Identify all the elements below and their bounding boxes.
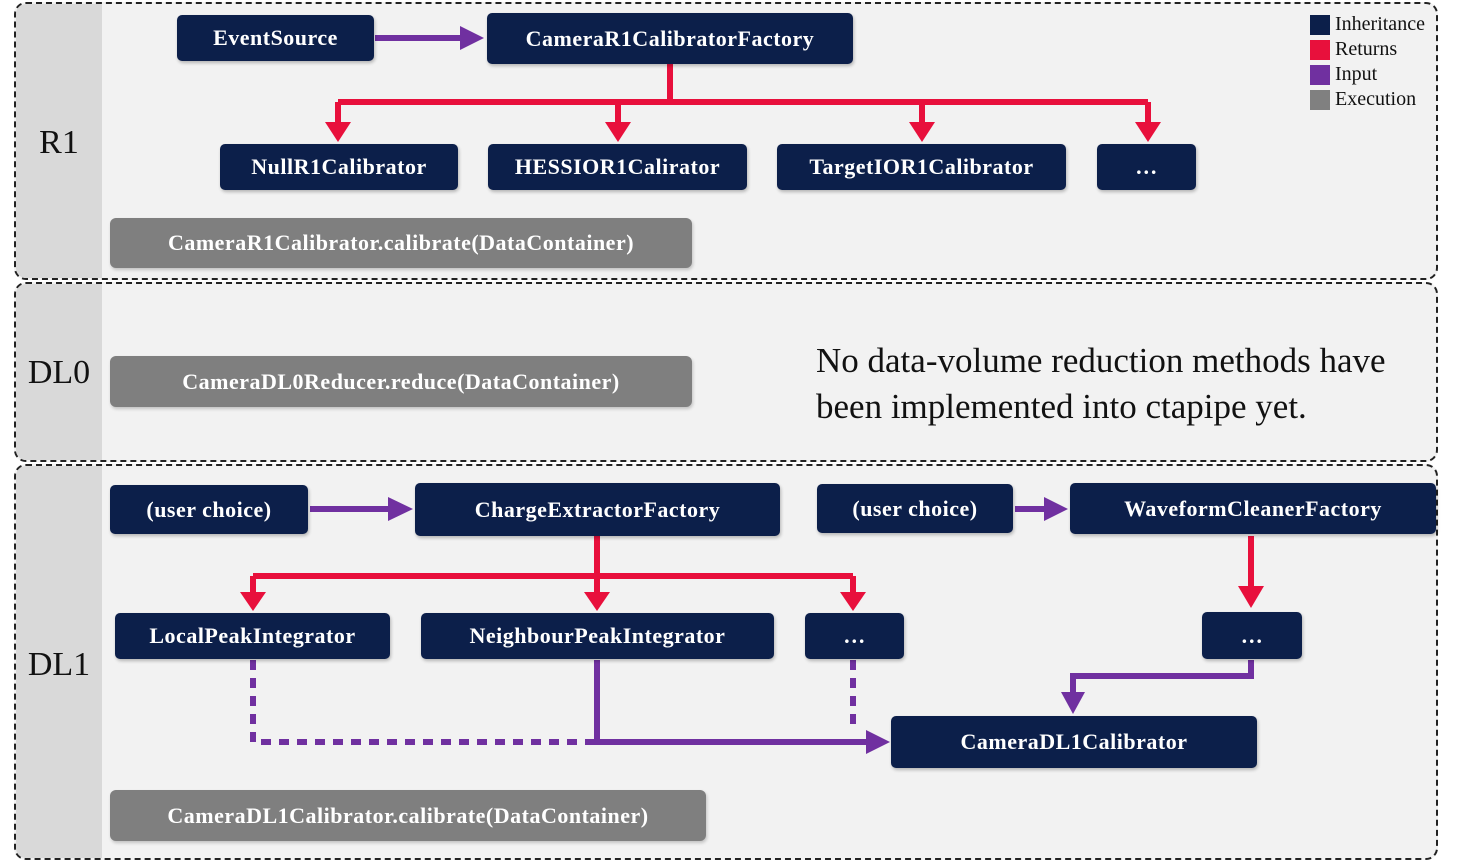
- panel-dl1-label: DL1: [27, 646, 91, 683]
- legend-item-returns: Returns: [1310, 37, 1425, 62]
- dl1-calibrate-execution[interactable]: CameraDL1Calibrator.calibrate(DataContai…: [110, 790, 706, 841]
- legend-swatch-inheritance: [1310, 14, 1330, 35]
- legend-item-input: Input: [1310, 62, 1425, 87]
- dl0-reduce-execution[interactable]: CameraDL0Reducer.reduce(DataContainer): [110, 356, 692, 407]
- panel-r1-strip: [16, 4, 102, 278]
- r1-more-node[interactable]: …: [1097, 144, 1196, 190]
- local-peak-integrator-node[interactable]: LocalPeakIntegrator: [115, 613, 390, 659]
- legend: Inheritance Returns Input Execution: [1310, 12, 1425, 112]
- legend-label-returns: Returns: [1335, 38, 1398, 60]
- legend-swatch-execution: [1310, 89, 1330, 110]
- r1-calibrate-execution[interactable]: CameraR1Calibrator.calibrate(DataContain…: [110, 218, 692, 268]
- legend-swatch-returns: [1310, 39, 1330, 60]
- event-source-node[interactable]: EventSource: [177, 15, 374, 61]
- cleaner-more-node[interactable]: …: [1202, 612, 1302, 659]
- legend-item-execution: Execution: [1310, 87, 1425, 112]
- user-choice-cleaner-node[interactable]: (user choice): [817, 484, 1013, 533]
- targetio-r1-calibrator-node[interactable]: TargetIOR1Calibrator: [777, 144, 1066, 190]
- panel-dl0: DL0: [14, 282, 1438, 462]
- legend-label-execution: Execution: [1335, 88, 1417, 110]
- user-choice-extractor-node[interactable]: (user choice): [110, 485, 308, 534]
- panel-dl0-strip: [16, 284, 102, 460]
- hessio-r1-calibrator-node[interactable]: HESSIOR1Calirator: [488, 144, 747, 190]
- legend-label-input: Input: [1335, 63, 1378, 85]
- dl0-note: No data-volume reduction methods have be…: [816, 341, 1386, 426]
- legend-label-inheritance: Inheritance: [1335, 13, 1425, 35]
- r1-factory-node[interactable]: CameraR1CalibratorFactory: [487, 13, 853, 64]
- dl1-calibrator-node[interactable]: CameraDL1Calibrator: [891, 716, 1257, 768]
- charge-extractor-factory-node[interactable]: ChargeExtractorFactory: [415, 483, 780, 536]
- legend-swatch-input: [1310, 64, 1330, 85]
- legend-item-inheritance: Inheritance: [1310, 12, 1425, 37]
- waveform-cleaner-factory-node[interactable]: WaveformCleanerFactory: [1070, 483, 1436, 534]
- extractor-more-node[interactable]: …: [805, 613, 904, 659]
- panel-dl0-label: DL0: [27, 354, 91, 391]
- neighbour-peak-integrator-node[interactable]: NeighbourPeakIntegrator: [421, 613, 774, 659]
- panel-r1-label: R1: [39, 124, 79, 161]
- panel-dl1-strip: [16, 466, 102, 858]
- null-r1-calibrator-node[interactable]: NullR1Calibrator: [220, 144, 458, 190]
